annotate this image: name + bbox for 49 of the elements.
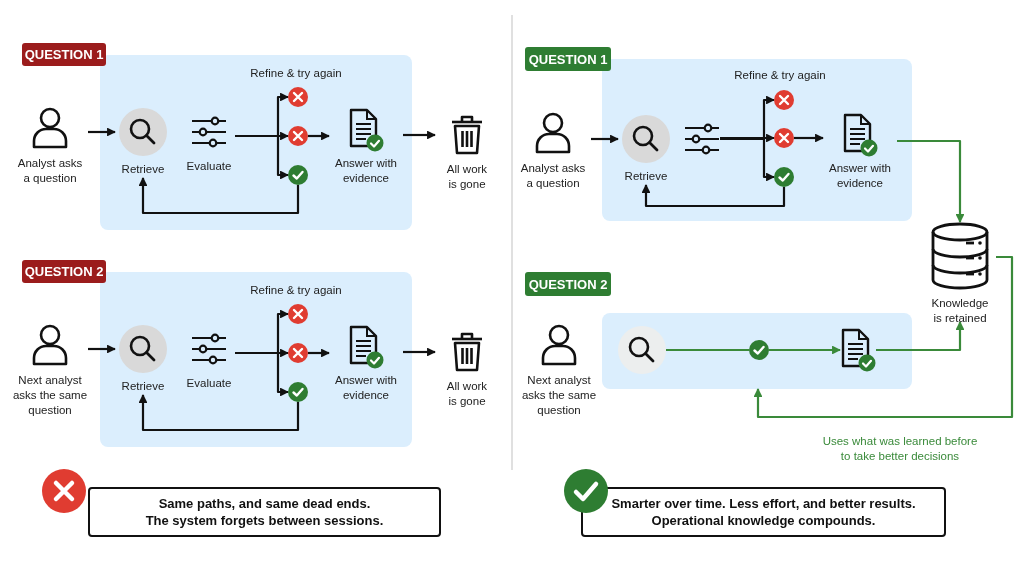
node-caption: Answer with evidence	[828, 161, 892, 191]
node-caption: Analyst asks a question	[16, 156, 84, 186]
arrow	[138, 177, 300, 215]
arrow	[591, 134, 619, 144]
arrow	[235, 134, 289, 180]
node-caption: Next analyst asks the same question	[12, 373, 88, 418]
arrow	[308, 131, 330, 141]
question-badge: QUESTION 2	[525, 272, 611, 296]
node-caption: Retrieve	[121, 379, 165, 394]
message-card	[88, 487, 441, 537]
node-caption: Retrieve	[121, 162, 165, 177]
loop-label: Refine & try again	[250, 284, 342, 296]
node-caption: All work is gone	[445, 162, 489, 192]
summary-text: Same paths, and same dead ends.	[158, 495, 371, 512]
arrow	[876, 321, 965, 352]
node-caption: Evaluate	[186, 159, 232, 174]
loop-label: Refine & try again	[734, 69, 826, 81]
node-caption: Next analyst asks the same question	[521, 373, 597, 418]
question-badge: QUESTION 1	[525, 47, 611, 71]
arrow	[403, 130, 436, 140]
connector-line	[666, 348, 749, 352]
arrow	[720, 133, 775, 143]
loop-label: Refine & try again	[250, 67, 342, 79]
arrow	[769, 345, 841, 355]
node-caption: Analyst asks a question	[519, 161, 587, 191]
arrow	[794, 133, 824, 143]
arrow	[641, 184, 786, 208]
question-badge: QUESTION 2	[22, 260, 106, 283]
arrow	[88, 344, 116, 354]
node-caption: All work is gone	[445, 379, 489, 409]
summary-text: The system forgets between sessions.	[145, 512, 384, 529]
node-caption: Answer with evidence	[334, 373, 398, 403]
process-panel	[602, 313, 912, 389]
message-card	[581, 487, 946, 537]
arrow	[897, 139, 965, 223]
arrow	[138, 394, 300, 432]
summary-text: Smarter over time. Less effort, and better results.	[611, 495, 916, 512]
node-caption: Evaluate	[186, 376, 232, 391]
summary-text: Operational knowledge compounds.	[651, 512, 876, 529]
arrow	[753, 255, 1014, 419]
arrow	[308, 348, 330, 358]
question-badge: QUESTION 1	[22, 43, 106, 66]
arrow	[235, 351, 289, 397]
node-caption: Knowledge is retained	[930, 296, 990, 326]
arrow	[403, 347, 436, 357]
arrow	[88, 127, 116, 137]
node-caption: Answer with evidence	[334, 156, 398, 186]
arrow	[720, 137, 775, 182]
node-caption: Retrieve	[624, 169, 668, 184]
